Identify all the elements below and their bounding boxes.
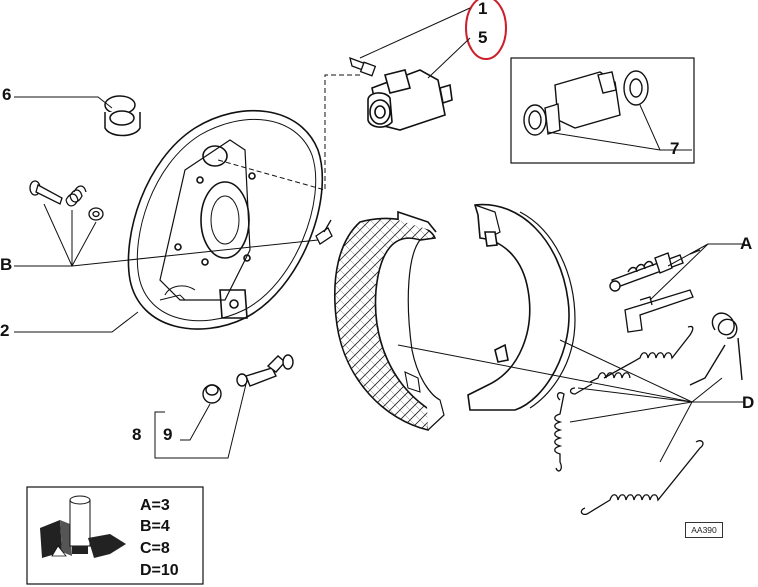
leader-2 (14, 311, 139, 333)
legend-d: D=10 (140, 562, 179, 579)
bushing-part (104, 95, 141, 137)
dashed-guide (217, 74, 360, 191)
brake-shoe-lined (334, 210, 445, 431)
brake-shoe-plain (467, 203, 576, 411)
backing-plate (127, 109, 324, 330)
legend-c: C=8 (140, 540, 170, 557)
label-B: B (0, 255, 13, 274)
highlight-ellipse (465, 0, 507, 60)
hose-part (236, 354, 294, 387)
legend-b: B=4 (140, 518, 170, 535)
leader-6 (14, 96, 113, 109)
legend-icon (40, 495, 126, 558)
pin-right (315, 219, 333, 245)
label-A: A (740, 234, 753, 253)
legend-a: A=3 (140, 497, 170, 514)
label-7: 7 (670, 139, 680, 158)
reference-code: AA390 (685, 522, 723, 538)
leader-5 (427, 37, 471, 79)
label-9: 9 (163, 425, 173, 444)
spring-upper (569, 325, 694, 395)
label-2: 2 (0, 321, 10, 340)
label-D: D (742, 393, 755, 412)
inset-cylinder (523, 70, 649, 136)
hold-down-kit (29, 180, 104, 221)
label-8: 8 (132, 425, 142, 444)
label-1: 1 (478, 0, 488, 18)
adjuster-assembly (609, 249, 701, 292)
leader-9 (180, 403, 211, 441)
bracket-8 (154, 383, 247, 459)
bleed-screw (349, 56, 377, 77)
label-5: 5 (478, 28, 488, 47)
cap-part (202, 384, 222, 404)
label-6: 6 (2, 85, 12, 104)
wheel-cylinder (367, 69, 453, 131)
return-spring-coil (689, 312, 743, 386)
adjuster-lever (624, 289, 694, 333)
spring-lower (580, 440, 704, 516)
leader-1 (359, 7, 471, 59)
spring-middle (554, 392, 565, 472)
